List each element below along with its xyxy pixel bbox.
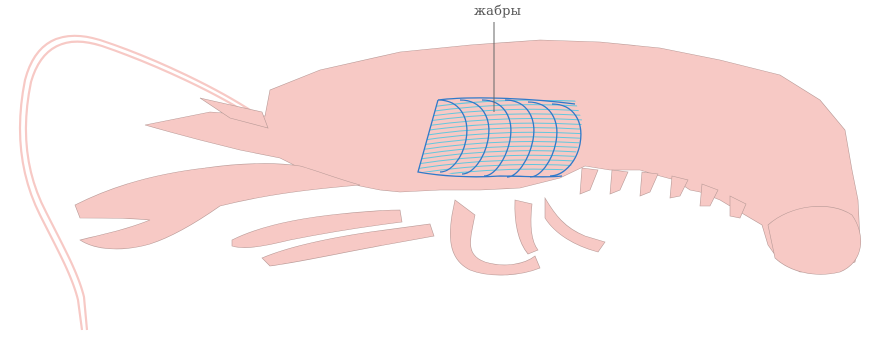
swimmeret-2 xyxy=(610,170,628,194)
tail-fan xyxy=(768,206,861,274)
gills-label: жабры xyxy=(474,4,521,19)
claw xyxy=(75,164,360,249)
walking-leg-4 xyxy=(515,200,538,254)
swimmeret-3 xyxy=(640,172,658,196)
walking-leg-5 xyxy=(545,198,605,252)
swimmeret-1 xyxy=(580,168,598,194)
